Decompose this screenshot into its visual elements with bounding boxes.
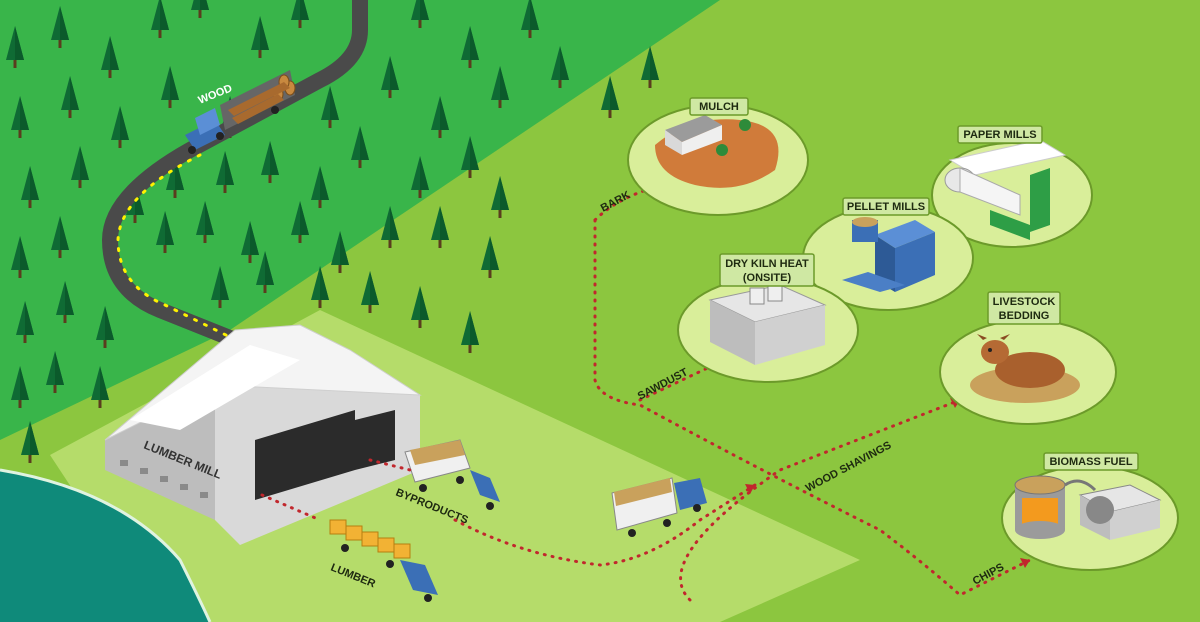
paper-mills-label: PAPER MILLS bbox=[963, 129, 1036, 141]
dry-kiln-label-line1: DRY KILN HEAT bbox=[725, 258, 809, 270]
lumber-truck bbox=[329, 519, 438, 602]
mulch-destination: MULCH bbox=[627, 97, 809, 216]
biomass-fuel-destination: BIOMASS FUEL bbox=[1001, 452, 1179, 571]
pellet-mills-destination: PELLET MILLS bbox=[802, 197, 974, 311]
byproducts-truck bbox=[404, 439, 500, 510]
livestock-label-line1: LIVESTOCK bbox=[993, 296, 1056, 308]
byproducts-path bbox=[453, 483, 757, 567]
chip-truck bbox=[611, 477, 707, 537]
road bbox=[101, 0, 368, 348]
paper-mills-destination: PAPER MILLS bbox=[931, 125, 1093, 248]
livestock-bedding-destination: LIVESTOCK BEDDING bbox=[939, 291, 1117, 425]
road-dots bbox=[116, 153, 234, 340]
shavings-path bbox=[679, 398, 962, 602]
chips-path bbox=[593, 218, 1032, 597]
biomass-fuel-label: BIOMASS FUEL bbox=[1049, 456, 1132, 468]
log-truck bbox=[185, 70, 296, 154]
dry-kiln-destination: DRY KILN HEAT (ONSITE) bbox=[677, 253, 859, 383]
lumber-mill-building bbox=[104, 324, 422, 545]
pellet-mills-label: PELLET MILLS bbox=[847, 201, 925, 213]
mulch-label: MULCH bbox=[699, 101, 739, 113]
livestock-label-line2: BEDDING bbox=[999, 310, 1050, 322]
dry-kiln-label-line2: (ONSITE) bbox=[743, 272, 792, 284]
forest bbox=[0, 0, 720, 440]
water bbox=[0, 470, 210, 622]
